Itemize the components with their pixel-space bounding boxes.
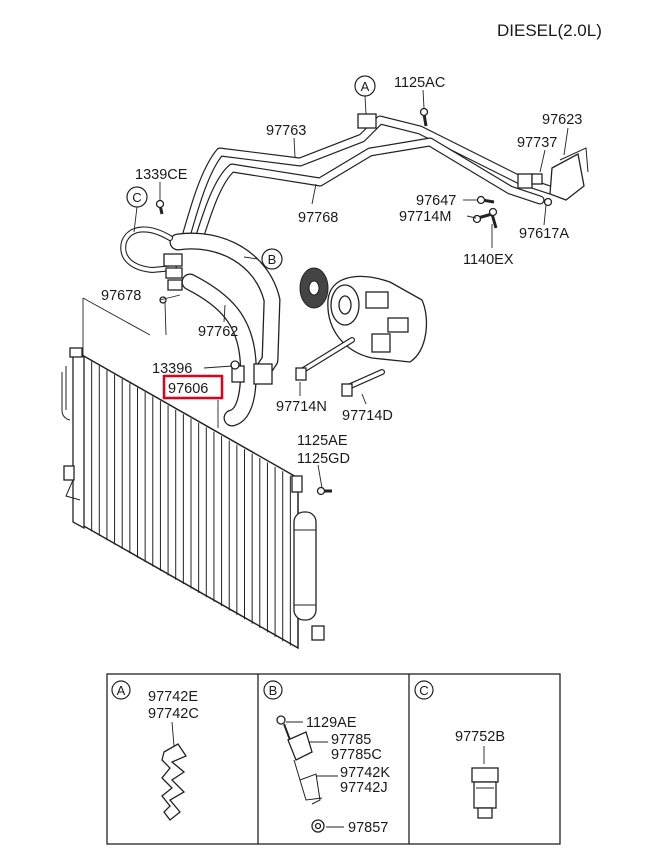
label-1140EX: 1140EX: [463, 252, 514, 268]
label-97647: 97647: [416, 193, 456, 209]
svg-text:C: C: [132, 190, 141, 205]
compressor: [299, 267, 428, 363]
panel-c-callout: C: [419, 683, 428, 698]
label-1125AE: 1125AE: [297, 433, 348, 449]
panel-a-part-1: 97742C: [148, 706, 199, 722]
callout-circle-c: C: [126, 186, 148, 208]
condenser: [61, 347, 325, 650]
panel-a-callout: A: [117, 683, 126, 698]
bolts: [295, 337, 385, 397]
detail-panel-b: B 1129AE 97785 97785C 97742K 97742J 9785…: [263, 680, 390, 836]
leader-lines: [82, 89, 569, 489]
callout-circle-b: B: [261, 248, 283, 270]
label-97763: 97763: [266, 123, 306, 139]
panel-b-callout: B: [269, 683, 278, 698]
svg-text:B: B: [268, 252, 277, 267]
label-97617A: 97617A: [519, 226, 569, 242]
sight-glass-block: [531, 147, 589, 201]
label-1339CE: 1339CE: [135, 167, 188, 183]
label-1125AC: 1125AC: [394, 75, 445, 91]
label-1125GD: 1125GD: [297, 451, 350, 467]
panel-b-part-4: 97742J: [340, 780, 388, 796]
diagram-title: DIESEL(2.0L): [497, 21, 602, 40]
panel-b-part-5: 97857: [348, 820, 388, 836]
pressure-switch-icon: [471, 767, 499, 783]
ac-lines: [120, 113, 555, 427]
label-13396: 13396: [152, 361, 192, 377]
label-97714D: 97714D: [342, 408, 393, 424]
clip-a-icon: [161, 743, 187, 821]
panel-b-part-3: 97742K: [340, 765, 390, 781]
label-97678: 97678: [101, 288, 141, 304]
callout-circle-a: A: [354, 75, 376, 97]
detail-panel-a: A 97742E 97742C: [111, 680, 199, 821]
label-97714M: 97714M: [399, 209, 451, 225]
label-97762: 97762: [198, 324, 238, 340]
bracket-icon: [287, 731, 313, 761]
screw-icon: [276, 715, 286, 725]
label-97737: 97737: [517, 135, 557, 151]
label-97768: 97768: [298, 210, 338, 226]
panel-b-part-2: 97785C: [331, 747, 382, 763]
receiver-drier: [293, 511, 317, 621]
panel-b-part-0: 1129AE: [306, 715, 357, 731]
label-97714N: 97714N: [276, 399, 327, 415]
detail-panel-c: C 97752B: [414, 680, 505, 819]
label-97606: 97606: [168, 381, 208, 397]
label-97623: 97623: [542, 112, 582, 128]
panel-c-part-0: 97752B: [455, 729, 505, 745]
small-bolts: [155, 107, 553, 496]
panel-a-part-0: 97742E: [148, 689, 198, 705]
panel-b-part-1: 97785: [331, 732, 371, 748]
highlight-box-97606: [162, 374, 224, 400]
svg-text:A: A: [361, 79, 370, 94]
